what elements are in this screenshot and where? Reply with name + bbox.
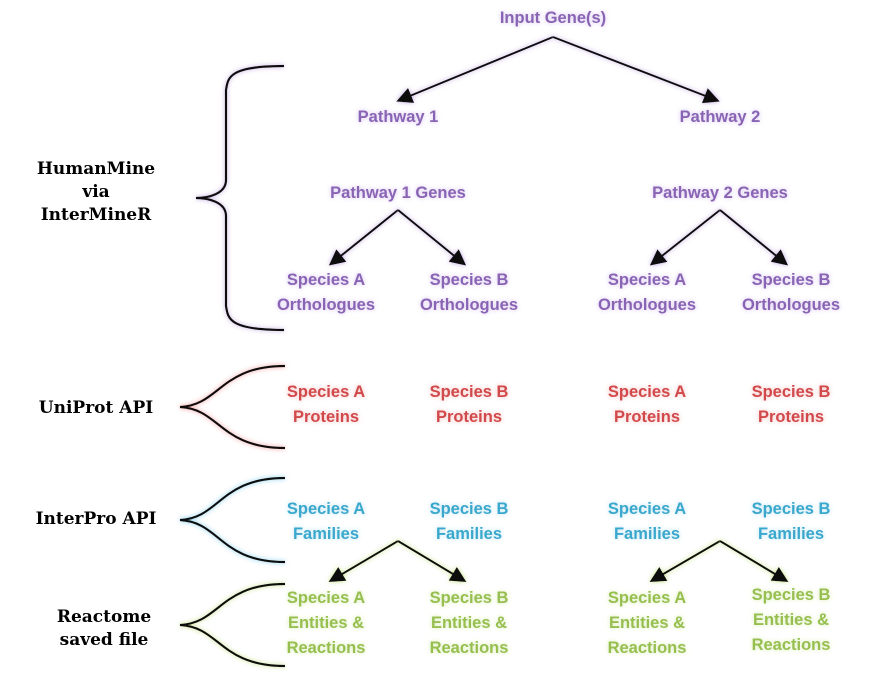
- p2-species-b-reactome-line-1: Species B: [751, 586, 831, 604]
- p1-species-b-proteins-line-1: Species B: [429, 383, 509, 401]
- p1-species-b-proteins-node: Species B Proteins: [430, 380, 509, 430]
- edge-root-to-pathway-1: [396, 36, 554, 103]
- uniprot-brace: [179, 364, 286, 450]
- interpro-brace: [179, 476, 286, 564]
- p2-species-b-reactome-line-2: Entities &: [752, 611, 830, 629]
- p2-species-b-families-node: Species B Families: [752, 497, 831, 547]
- p1-species-a-reactome-line-2: Entities &: [287, 614, 365, 632]
- p2-species-b-proteins-line-1: Species B: [751, 383, 831, 401]
- p1-species-a-reactome-line-1: Species A: [286, 589, 366, 607]
- edge-p2-genes-to-species-b-orthologues: [719, 209, 789, 266]
- humanmine-source-label: HumanMine via InterMineR: [37, 158, 155, 227]
- p1-species-b-families-line-2: Families: [435, 525, 503, 543]
- edge-p2-genes-to-species-a-orthologues: [649, 209, 721, 266]
- p1-species-a-orthologues-node: Species A Orthologues: [277, 268, 375, 318]
- p2-species-b-proteins-node: Species B Proteins: [752, 380, 831, 430]
- p1-species-a-families-line-2: Families: [292, 525, 360, 543]
- p1-species-a-reactome-line-3: Reactions: [286, 639, 366, 657]
- pathway-1-genes-node: Pathway 1 Genes: [330, 181, 466, 206]
- humanmine-brace: [195, 64, 285, 332]
- p2-species-a-reactome-line-2: Entities &: [608, 614, 686, 632]
- uniprot-source-label: UniProt API: [39, 397, 153, 420]
- p1-species-a-proteins-line-2: Proteins: [292, 408, 360, 426]
- edge-p1-trunk-to-species-b-reactome: [397, 540, 467, 583]
- pathway-1-node: Pathway 1: [358, 105, 439, 130]
- p1-species-b-reactome-line-3: Reactions: [429, 639, 509, 657]
- reactome-source-label: Reactome saved file: [57, 606, 151, 652]
- humanmine-line-2: via: [82, 182, 110, 202]
- reactome-brace: [179, 582, 286, 668]
- interpro-source-label: InterPro API: [36, 508, 157, 531]
- pathway-2-node: Pathway 2: [680, 105, 761, 130]
- edge-p1-genes-to-species-a-orthologues: [328, 209, 399, 266]
- p2-species-b-orthologues-line-1: Species B: [751, 271, 831, 289]
- interpro-line-1: InterPro API: [35, 509, 157, 529]
- p2-species-b-orthologues-node: Species B Orthologues: [742, 268, 840, 318]
- pathway-2-genes-node: Pathway 2 Genes: [652, 181, 788, 206]
- input-genes-node: Input Gene(s): [500, 6, 606, 31]
- p2-species-a-proteins-line-2: Proteins: [613, 408, 681, 426]
- p2-species-a-orthologues-line-2: Orthologues: [597, 296, 697, 314]
- p2-species-b-families-line-1: Species B: [751, 500, 831, 518]
- p2-species-a-reactome-node: Species A Entities & Reactions: [608, 586, 687, 661]
- p1-species-a-orthologues-line-2: Orthologues: [276, 296, 376, 314]
- p1-species-a-families-line-1: Species A: [286, 500, 366, 518]
- p1-species-b-orthologues-node: Species B Orthologues: [420, 268, 518, 318]
- p1-species-b-reactome-line-2: Entities &: [430, 614, 508, 632]
- p2-species-a-proteins-node: Species A Proteins: [608, 380, 686, 430]
- input-genes-label: Input Gene(s): [499, 9, 607, 27]
- pathway-1-genes-label: Pathway 1 Genes: [330, 184, 466, 202]
- edge-p1-genes-to-species-b-orthologues: [397, 209, 467, 266]
- p1-species-b-families-node: Species B Families: [430, 497, 509, 547]
- p2-species-a-orthologues-node: Species A Orthologues: [598, 268, 696, 318]
- uniprot-line-1: UniProt API: [38, 398, 154, 418]
- edge-p2-trunk-to-species-b-reactome: [719, 540, 789, 583]
- p2-species-b-reactome-node: Species B Entities & Reactions: [752, 583, 831, 658]
- p2-species-a-reactome-line-1: Species A: [607, 589, 687, 607]
- p1-species-b-reactome-line-1: Species B: [429, 589, 509, 607]
- reactome-line-1: Reactome: [56, 607, 152, 627]
- pathway-1-label: Pathway 1: [357, 108, 439, 126]
- p1-species-a-orthologues-line-1: Species A: [286, 271, 366, 289]
- pathway-2-label: Pathway 2: [679, 108, 761, 126]
- p2-species-a-families-line-2: Families: [613, 525, 681, 543]
- p1-species-b-proteins-line-2: Proteins: [435, 408, 503, 426]
- p2-species-b-reactome-line-3: Reactions: [751, 636, 831, 654]
- p1-species-b-orthologues-line-1: Species B: [429, 271, 509, 289]
- p2-species-a-reactome-line-3: Reactions: [607, 639, 687, 657]
- p2-species-b-orthologues-line-2: Orthologues: [741, 296, 841, 314]
- edge-root-to-pathway-2: [552, 36, 720, 104]
- p1-species-b-families-line-1: Species B: [429, 500, 509, 518]
- p2-species-a-families-line-1: Species A: [607, 500, 687, 518]
- p2-species-a-proteins-line-1: Species A: [607, 383, 687, 401]
- reactome-line-2: saved file: [59, 630, 149, 650]
- p1-species-a-families-node: Species A Families: [287, 497, 365, 547]
- p1-species-b-orthologues-line-2: Orthologues: [419, 296, 519, 314]
- p2-species-a-families-node: Species A Families: [608, 497, 686, 547]
- humanmine-line-1: HumanMine: [36, 159, 156, 179]
- humanmine-line-3: InterMineR: [40, 205, 152, 225]
- p2-species-b-proteins-line-2: Proteins: [757, 408, 825, 426]
- p1-species-a-proteins-node: Species A Proteins: [287, 380, 365, 430]
- pathway-2-genes-label: Pathway 2 Genes: [652, 184, 788, 202]
- p2-species-b-families-line-2: Families: [757, 525, 825, 543]
- p2-species-a-orthologues-line-1: Species A: [607, 271, 687, 289]
- p1-species-b-reactome-node: Species B Entities & Reactions: [430, 586, 509, 661]
- edge-p1-trunk-to-species-a-reactome: [328, 540, 399, 583]
- p1-species-a-reactome-node: Species A Entities & Reactions: [287, 586, 366, 661]
- edge-p2-trunk-to-species-a-reactome: [649, 540, 721, 583]
- p1-species-a-proteins-line-1: Species A: [286, 383, 366, 401]
